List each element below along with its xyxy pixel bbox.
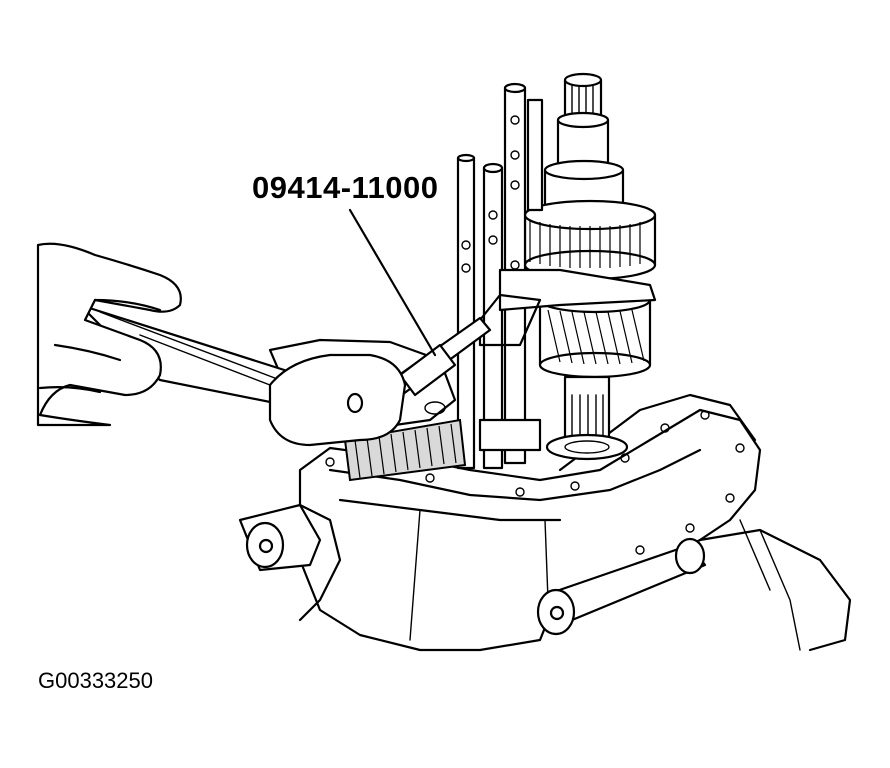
gear-teeth-upper xyxy=(529,220,641,268)
leader-line xyxy=(348,208,437,357)
shift-lever-right xyxy=(536,537,707,636)
shift-rails xyxy=(456,82,657,470)
figure-code-label: G00333250 xyxy=(38,668,153,693)
pin-punch-tool xyxy=(383,316,492,402)
shift-lever-left xyxy=(238,503,342,622)
hand xyxy=(36,242,182,427)
gear-teeth-lower xyxy=(547,309,645,365)
mainshaft-gear-stack xyxy=(523,72,657,461)
tool-part-number-label: 09414-11000 xyxy=(252,170,439,205)
